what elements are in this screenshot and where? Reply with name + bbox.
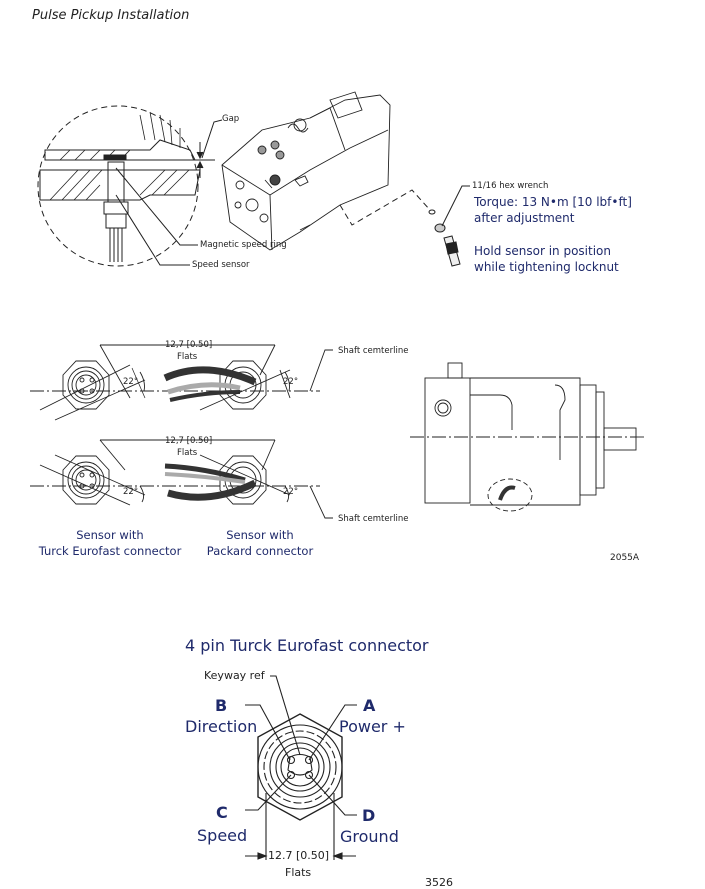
figure-number-3526: 3526	[425, 876, 453, 889]
flats-label: Flats	[285, 866, 312, 879]
magnetic-ring-label: Magnetic speed ring	[200, 240, 287, 250]
flats-dim-bottom-label: 12,7 [0.50]	[165, 436, 213, 446]
caption-turck-sensor: Sensor with Turck Eurofast connector	[32, 527, 188, 559]
shaft-centerline-top-label: Shaft cemterline	[338, 346, 409, 356]
caption-packard-sensor: Sensor with Packard connector	[198, 527, 322, 559]
pin-d-letter: D	[362, 806, 376, 825]
caption-turck-line2: Turck Eurofast connector	[38, 544, 182, 558]
figure-number-2055a: 2055A	[610, 553, 640, 563]
flats-dimension-label: 12.7 [0.50]	[268, 849, 330, 862]
gap-label: Gap	[222, 114, 240, 124]
magnetic-speed-ring	[103, 154, 127, 160]
flats-bottom-label: Flats	[177, 448, 198, 458]
speed-sensor-label: Speed sensor	[192, 260, 250, 270]
turck-connector-face	[245, 675, 357, 860]
pin-a-letter: A	[363, 696, 376, 715]
hold-note-line2: while tightening locknut	[474, 260, 619, 274]
angle-label-4: 22°	[283, 487, 299, 497]
keyway-ref-label: Keyway ref	[204, 669, 265, 682]
angle-label-2: 22°	[283, 377, 299, 387]
pin-b-letter: B	[215, 696, 228, 715]
pin-c-letter: C	[216, 803, 228, 822]
pump-side-view	[410, 362, 645, 512]
speed-sensor-body	[103, 161, 129, 262]
torque-note-line1: Torque: 13 N•m [10 lbf•ft]	[474, 195, 632, 209]
flats-dim-top-label: 12,7 [0.50]	[165, 340, 213, 350]
packard-sensor-bottom	[164, 439, 291, 505]
packard-sensor-top	[163, 344, 291, 411]
pin-d-name: Ground	[340, 827, 399, 846]
connector-heading: 4 pin Turck Eurofast connector	[185, 636, 429, 655]
angle-label-1: 22°	[123, 377, 139, 387]
torque-note: Torque: 13 N•m [10 lbf•ft] after adjustm…	[474, 194, 632, 226]
angle-label-3: 22°	[123, 487, 139, 497]
turck-sensor-top	[39, 344, 146, 421]
page-title: Pulse Pickup Installation	[32, 8, 190, 23]
torque-note-line2: after adjustment	[474, 211, 575, 225]
shaft-centerline-bottom-label: Shaft cemterline	[338, 514, 409, 524]
pin-b-name: Direction	[185, 717, 258, 736]
pin-c-name: Speed	[197, 826, 248, 845]
pin-a-name: Power +	[339, 717, 406, 736]
pump-isometric-drawing	[221, 91, 391, 251]
hold-note-line1: Hold sensor in position	[474, 244, 611, 258]
exploded-sensor-parts	[428, 209, 461, 267]
hex-wrench-label: 11/16 hex wrench	[472, 181, 549, 191]
hold-note: Hold sensor in position while tightening…	[474, 243, 619, 275]
sensor-detail-circle	[37, 105, 201, 267]
caption-packard-line2: Packard connector	[206, 544, 314, 558]
caption-turck-line1: Sensor with	[76, 528, 144, 542]
caption-packard-line1: Sensor with	[226, 528, 294, 542]
turck-sensor-bottom	[39, 439, 146, 506]
flats-top-label: Flats	[177, 352, 198, 362]
